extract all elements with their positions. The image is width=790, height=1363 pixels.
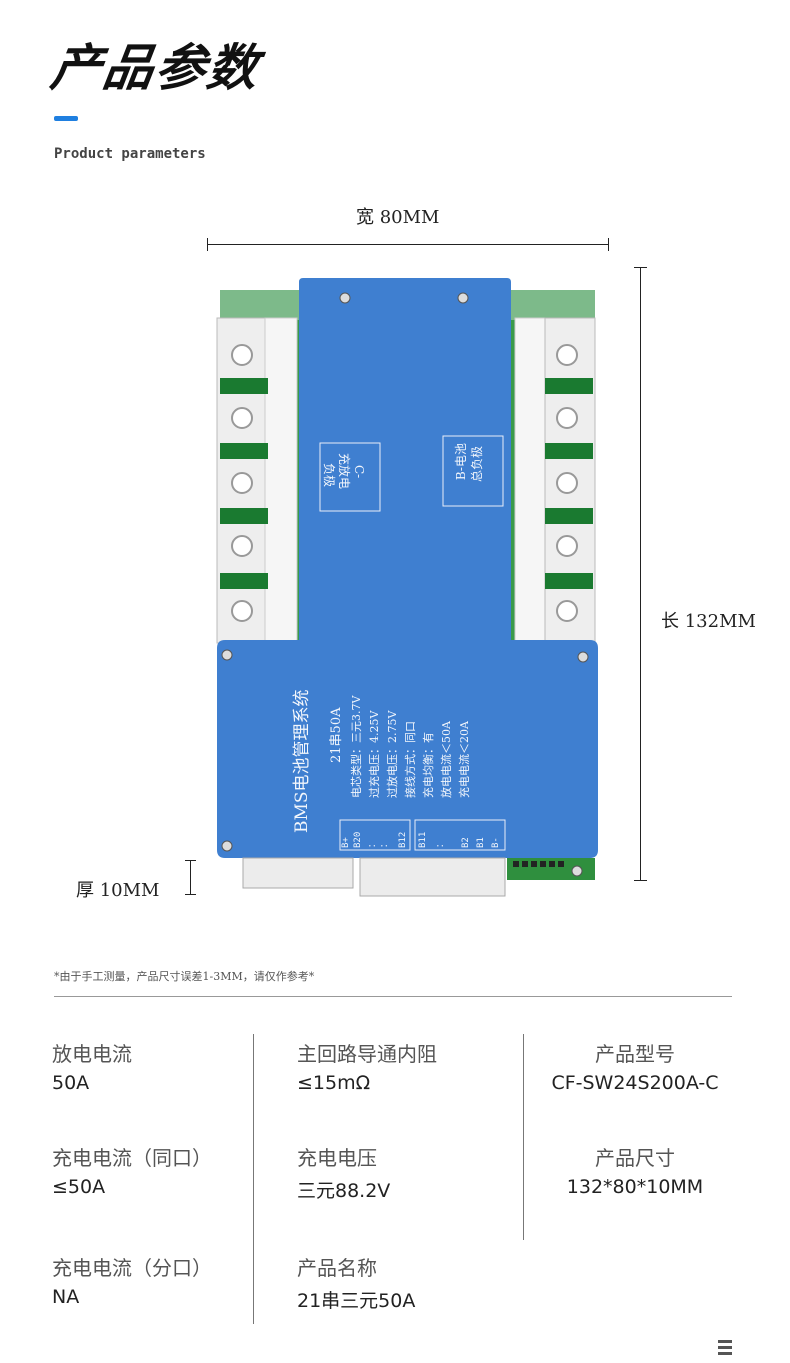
- menu-icon[interactable]: [718, 1340, 732, 1356]
- spec-label-resistance: 主回路导通内阻: [297, 1042, 437, 1066]
- width-dimension-line: [207, 244, 609, 245]
- pin-label: B11: [418, 832, 428, 848]
- thickness-tick-top: [185, 860, 196, 861]
- pin-label: ：: [436, 839, 446, 848]
- spec-value-charge-voltage: 三元88.2V: [297, 1180, 391, 1202]
- bms-spec-line: 充电电流＜20A: [457, 720, 471, 798]
- bms-spec-line: 电芯类型：三元3.7V: [349, 695, 363, 798]
- spec-value-charge-current-same-port: ≤50A: [52, 1176, 106, 1198]
- thickness-dimension-line: [190, 860, 191, 895]
- spec-label-product-name: 产品名称: [297, 1256, 377, 1280]
- bms-title: BMS电池管理系统: [292, 689, 312, 833]
- bms-model: 21串50A: [329, 707, 344, 763]
- pin-label: B20: [353, 832, 363, 848]
- right-terminal-holes: [545, 344, 593, 622]
- bottom-heatsink-plate: [217, 640, 598, 858]
- length-tick-bottom: [634, 880, 647, 881]
- b-label-line: B-电池: [454, 443, 468, 480]
- pin-label: ：: [380, 839, 390, 848]
- page-title: 产品参数: [47, 39, 264, 97]
- spec-label-charge-current-same-port: 充电电流（同口）: [52, 1146, 212, 1170]
- measurement-note: *由于手工测量，产品尺寸误差1-3MM，请仅作参考*: [54, 970, 315, 983]
- bms-spec-line: 放电电流＜50A: [439, 720, 453, 798]
- pin-label: B12: [398, 832, 408, 848]
- spec-value-model: CF-SW24S200A-C: [551, 1072, 719, 1094]
- spec-label-model: 产品型号: [595, 1042, 675, 1066]
- spec-label-discharge-current: 放电电流: [52, 1042, 132, 1066]
- c-minus-label: C- 充放电 负极: [322, 453, 366, 489]
- left-terminal-holes: [220, 344, 268, 622]
- column-divider-1: [253, 1034, 254, 1324]
- pin-label: B-: [491, 837, 501, 848]
- c-label-line: C-: [352, 465, 366, 478]
- bms-spec-line: 接线方式：同口: [403, 721, 417, 798]
- width-tick-right: [608, 238, 609, 251]
- c-label-line: 充放电: [337, 453, 352, 489]
- b-minus-label: B-电池 总负极: [454, 443, 484, 482]
- bms-spec-line: 过放电压：2.75V: [385, 710, 399, 798]
- pin-label: B2: [461, 837, 471, 848]
- bms-spec-line: 过充电压：4.25V: [367, 710, 381, 798]
- length-tick-top: [634, 267, 647, 268]
- c-label-line: 负极: [322, 463, 336, 487]
- spec-value-charge-current-split-port: NA: [52, 1286, 80, 1308]
- bms-board-image: C- 充放电 负极 B-电池 总负极 BMS电池管理系统 21串50A 电芯类型…: [216, 278, 598, 897]
- length-dimension-label: 长 132MM: [661, 611, 756, 632]
- top-heatsink-plate: [299, 278, 511, 640]
- thickness-tick-bottom: [185, 894, 196, 895]
- spec-value-resistance: ≤15mΩ: [297, 1072, 371, 1094]
- section-divider: [54, 996, 732, 997]
- spec-label-charge-voltage: 充电电压: [297, 1146, 377, 1170]
- thickness-dimension-label: 厚 10MM: [76, 880, 160, 901]
- length-dimension-line: [640, 267, 641, 881]
- pin-label: B1: [476, 837, 486, 848]
- page-subtitle: Product parameters: [54, 146, 206, 162]
- pin-label: B+: [341, 837, 351, 848]
- spec-label-charge-current-split-port: 充电电流（分口）: [52, 1256, 212, 1280]
- spec-label-size: 产品尺寸: [595, 1146, 675, 1170]
- pin-label: ：: [368, 839, 378, 848]
- b-label-line: 总负极: [470, 446, 484, 482]
- spec-value-product-name: 21串三元50A: [297, 1290, 416, 1312]
- bms-spec-line: 充电均衡：有: [421, 732, 435, 798]
- width-dimension-label: 宽 80MM: [356, 207, 440, 228]
- spec-value-discharge-current: 50A: [52, 1072, 90, 1094]
- column-divider-2: [523, 1034, 524, 1240]
- spec-value-size: 132*80*10MM: [566, 1176, 704, 1198]
- width-tick-left: [207, 238, 208, 251]
- accent-bar: [54, 116, 78, 121]
